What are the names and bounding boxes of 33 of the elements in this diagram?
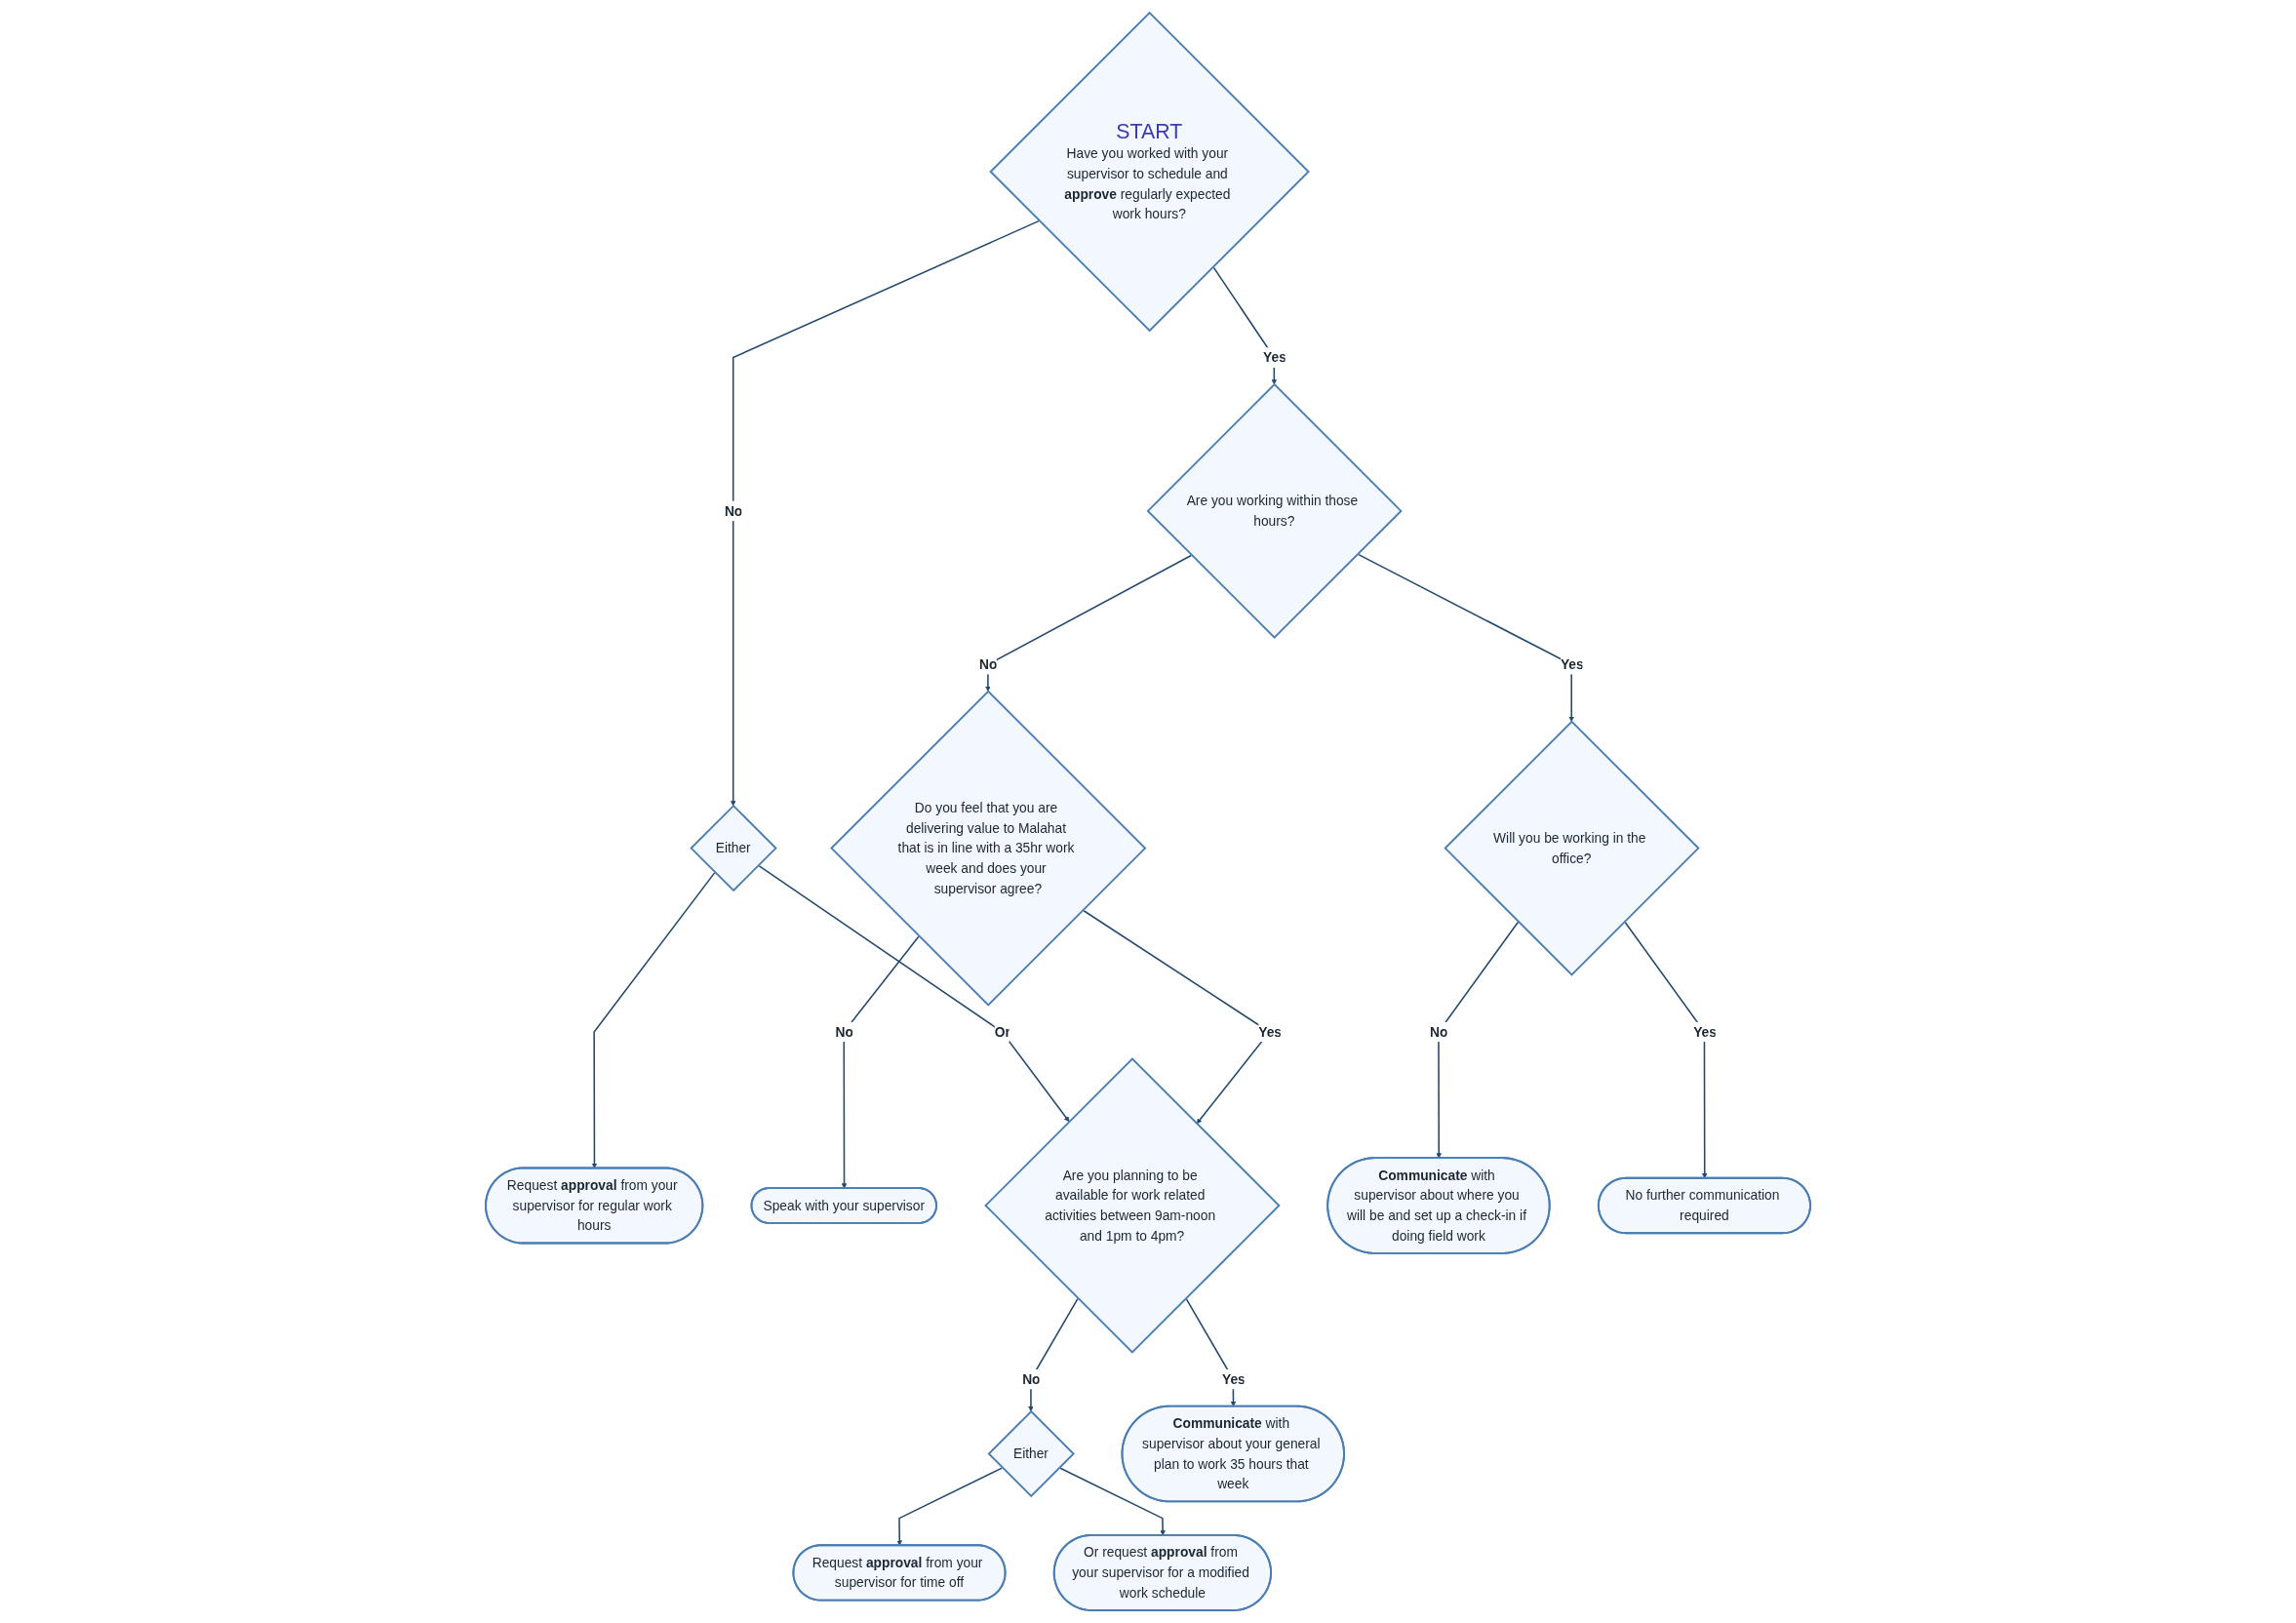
process-box: Request approval from your supervisor for regular work hours [485, 1167, 704, 1245]
process-box: Speak with your supervisor [750, 1187, 937, 1224]
edge-label: No [979, 656, 998, 673]
arrow [1185, 1298, 1237, 1407]
decision-diamond: Are you planning to be available for work related activities between 9am-noon and 1pm to 4pm? [984, 1057, 1281, 1354]
arrow [730, 219, 1040, 807]
arrow [1028, 1297, 1079, 1412]
arrow [1436, 921, 1520, 1159]
decision-diamond: START Have you worked with your supervisor to schedule and approve regularly expected work hours? [989, 11, 1310, 333]
arrow [758, 865, 1070, 1123]
process-box: Or request approval from your supervisor for a modified work schedule [1052, 1533, 1272, 1611]
arrow [896, 1467, 1003, 1546]
arrow [1358, 553, 1574, 723]
process-box: Communicate with supervisor about your general plan to work 35 hours that week [1121, 1405, 1345, 1503]
edge-label: No [835, 1024, 853, 1040]
edge-label: No [724, 503, 743, 519]
decision-diamond: Either [987, 1409, 1075, 1498]
arrow [591, 872, 716, 1168]
edge-label: No [1430, 1024, 1448, 1040]
arrow [1059, 1467, 1166, 1536]
arrow [1212, 266, 1278, 385]
process-box: Request approval from your supervisor for time off [792, 1544, 1007, 1602]
edge-label: Or [994, 1024, 1010, 1040]
decision-diamond: Either [690, 804, 777, 892]
arrow [841, 935, 920, 1189]
process-box: No further communication required [1597, 1176, 1811, 1235]
edge-label: No [1022, 1371, 1041, 1387]
decision-diamond: Do you feel that you are delivering value to Malahat that is in line with a 35hr work week and does your supervisor agree? [830, 690, 1147, 1007]
process-box: Communicate with supervisor about where you will be and set up a check-in if doing field work [1326, 1157, 1551, 1254]
arrow [985, 554, 1193, 693]
decision-diamond: Are you working within those hours? [1146, 382, 1403, 639]
decision-diamond: Will you be working in the office? [1444, 720, 1700, 976]
arrow [1624, 922, 1708, 1179]
